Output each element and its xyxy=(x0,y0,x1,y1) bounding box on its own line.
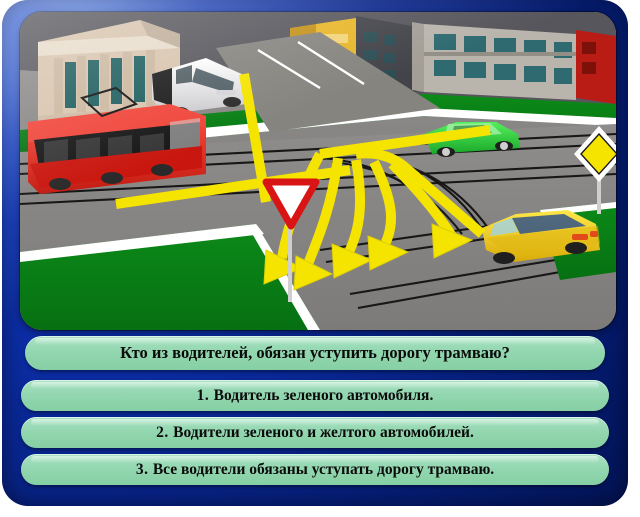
tram-pantograph xyxy=(80,86,139,118)
arrow-fan-2 xyxy=(303,157,343,266)
road-lane-markings xyxy=(257,40,365,90)
arrow-green-car-in xyxy=(319,125,491,159)
building-gray-office xyxy=(412,22,576,100)
answer-option-3[interactable]: 3. Все водители обязаны уступать дорогу … xyxy=(21,454,609,485)
priority-road-sign xyxy=(574,126,616,214)
question-bar: Кто из водителей, обязан уступить дорогу… xyxy=(25,336,605,370)
curb-island-left xyxy=(20,224,264,262)
arrow-side-road xyxy=(239,73,271,203)
arrow-fan-3 xyxy=(341,159,366,261)
quiz-panel: Кто из водителей, обязан уступить дорогу… xyxy=(2,0,628,506)
curb-far xyxy=(180,108,616,140)
answer-3-number: 3. xyxy=(135,461,153,478)
answer-option-1[interactable]: 1. Водитель зеленого автомобиля. xyxy=(21,380,609,411)
side-road xyxy=(216,32,440,132)
scene-svg xyxy=(20,12,616,330)
question-answer-block: Кто из водителей, обязан уступить дорогу… xyxy=(2,330,628,491)
yellow-car xyxy=(482,210,600,264)
answer-2-text: Водители зеленого и желтого автомобилей. xyxy=(173,424,474,441)
question-text: Кто из водителей, обязан уступить дорогу… xyxy=(120,343,510,362)
traffic-scene-illustration xyxy=(20,12,616,330)
arrow-yellow-car xyxy=(355,148,486,238)
answer-option-2[interactable]: 2. Водители зеленого и желтого автомобил… xyxy=(21,417,609,448)
tram-red xyxy=(28,86,206,194)
answer-2-number: 2. xyxy=(156,424,174,441)
answer-1-text: Водитель зеленого автомобиля. xyxy=(213,387,434,404)
answer-3-text: Все водители обязаны уступать дорогу тра… xyxy=(152,461,495,478)
arrow-heads xyxy=(263,223,474,291)
building-red xyxy=(576,30,616,104)
answer-1-number: 1. xyxy=(196,387,214,404)
white-van xyxy=(152,58,246,117)
give-way-sign xyxy=(262,178,320,302)
